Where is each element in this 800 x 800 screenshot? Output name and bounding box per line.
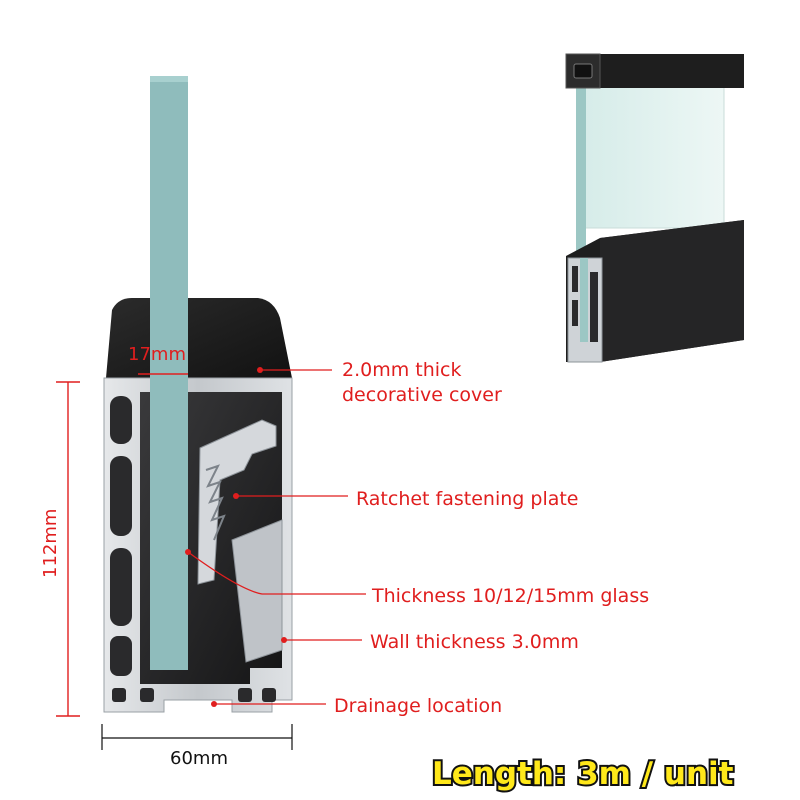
dimension-lines <box>56 373 188 717</box>
profile-cross-section <box>103 76 293 713</box>
drain-hole-1 <box>112 688 126 702</box>
drain-hole-4 <box>262 688 276 702</box>
left-slot-3 <box>110 548 132 626</box>
glass-edge <box>150 76 188 82</box>
callout-wall: Wall thickness 3.0mm <box>370 631 579 653</box>
callout-dots <box>185 367 287 707</box>
product-glass <box>583 85 725 229</box>
right-wedge <box>231 519 283 663</box>
left-slot-2 <box>110 456 132 536</box>
top-handrail <box>566 54 744 88</box>
width-dimension <box>101 724 293 750</box>
callout-glass: Thickness 10/12/15mm glass <box>371 585 649 607</box>
length-banner: Length: 3m / unit <box>432 756 734 792</box>
left-slot-1 <box>110 396 132 444</box>
dim-width: 60mm <box>170 748 228 769</box>
drain-hole-3 <box>238 688 252 702</box>
product-glass-edge <box>576 86 586 362</box>
top-handrail-slot <box>573 63 593 79</box>
glass-panel <box>150 76 188 670</box>
assembled-product-illustration <box>565 53 744 363</box>
decorative-cover <box>106 298 292 378</box>
ratchet-plate <box>197 419 277 585</box>
dim-height: 112mm <box>40 509 61 578</box>
base-end-slot-3 <box>590 272 598 342</box>
callout-cover-line2: decorative cover <box>342 384 502 406</box>
dim-glass-gap: 17mm <box>128 344 186 365</box>
base-end-slot-1 <box>572 266 578 292</box>
callout-ratchet: Ratchet fastening plate <box>356 488 579 510</box>
left-slot-4 <box>110 636 132 676</box>
callout-drainage: Drainage location <box>334 695 502 717</box>
callout-leaders <box>187 369 366 705</box>
base-end-slot-2 <box>572 300 578 326</box>
ratchet-teeth <box>205 464 226 541</box>
base-end-glass <box>580 258 588 342</box>
drain-hole-2 <box>140 688 154 702</box>
base-channel-face <box>600 220 744 362</box>
callout-cover-line1: 2.0mm thick <box>342 359 462 381</box>
